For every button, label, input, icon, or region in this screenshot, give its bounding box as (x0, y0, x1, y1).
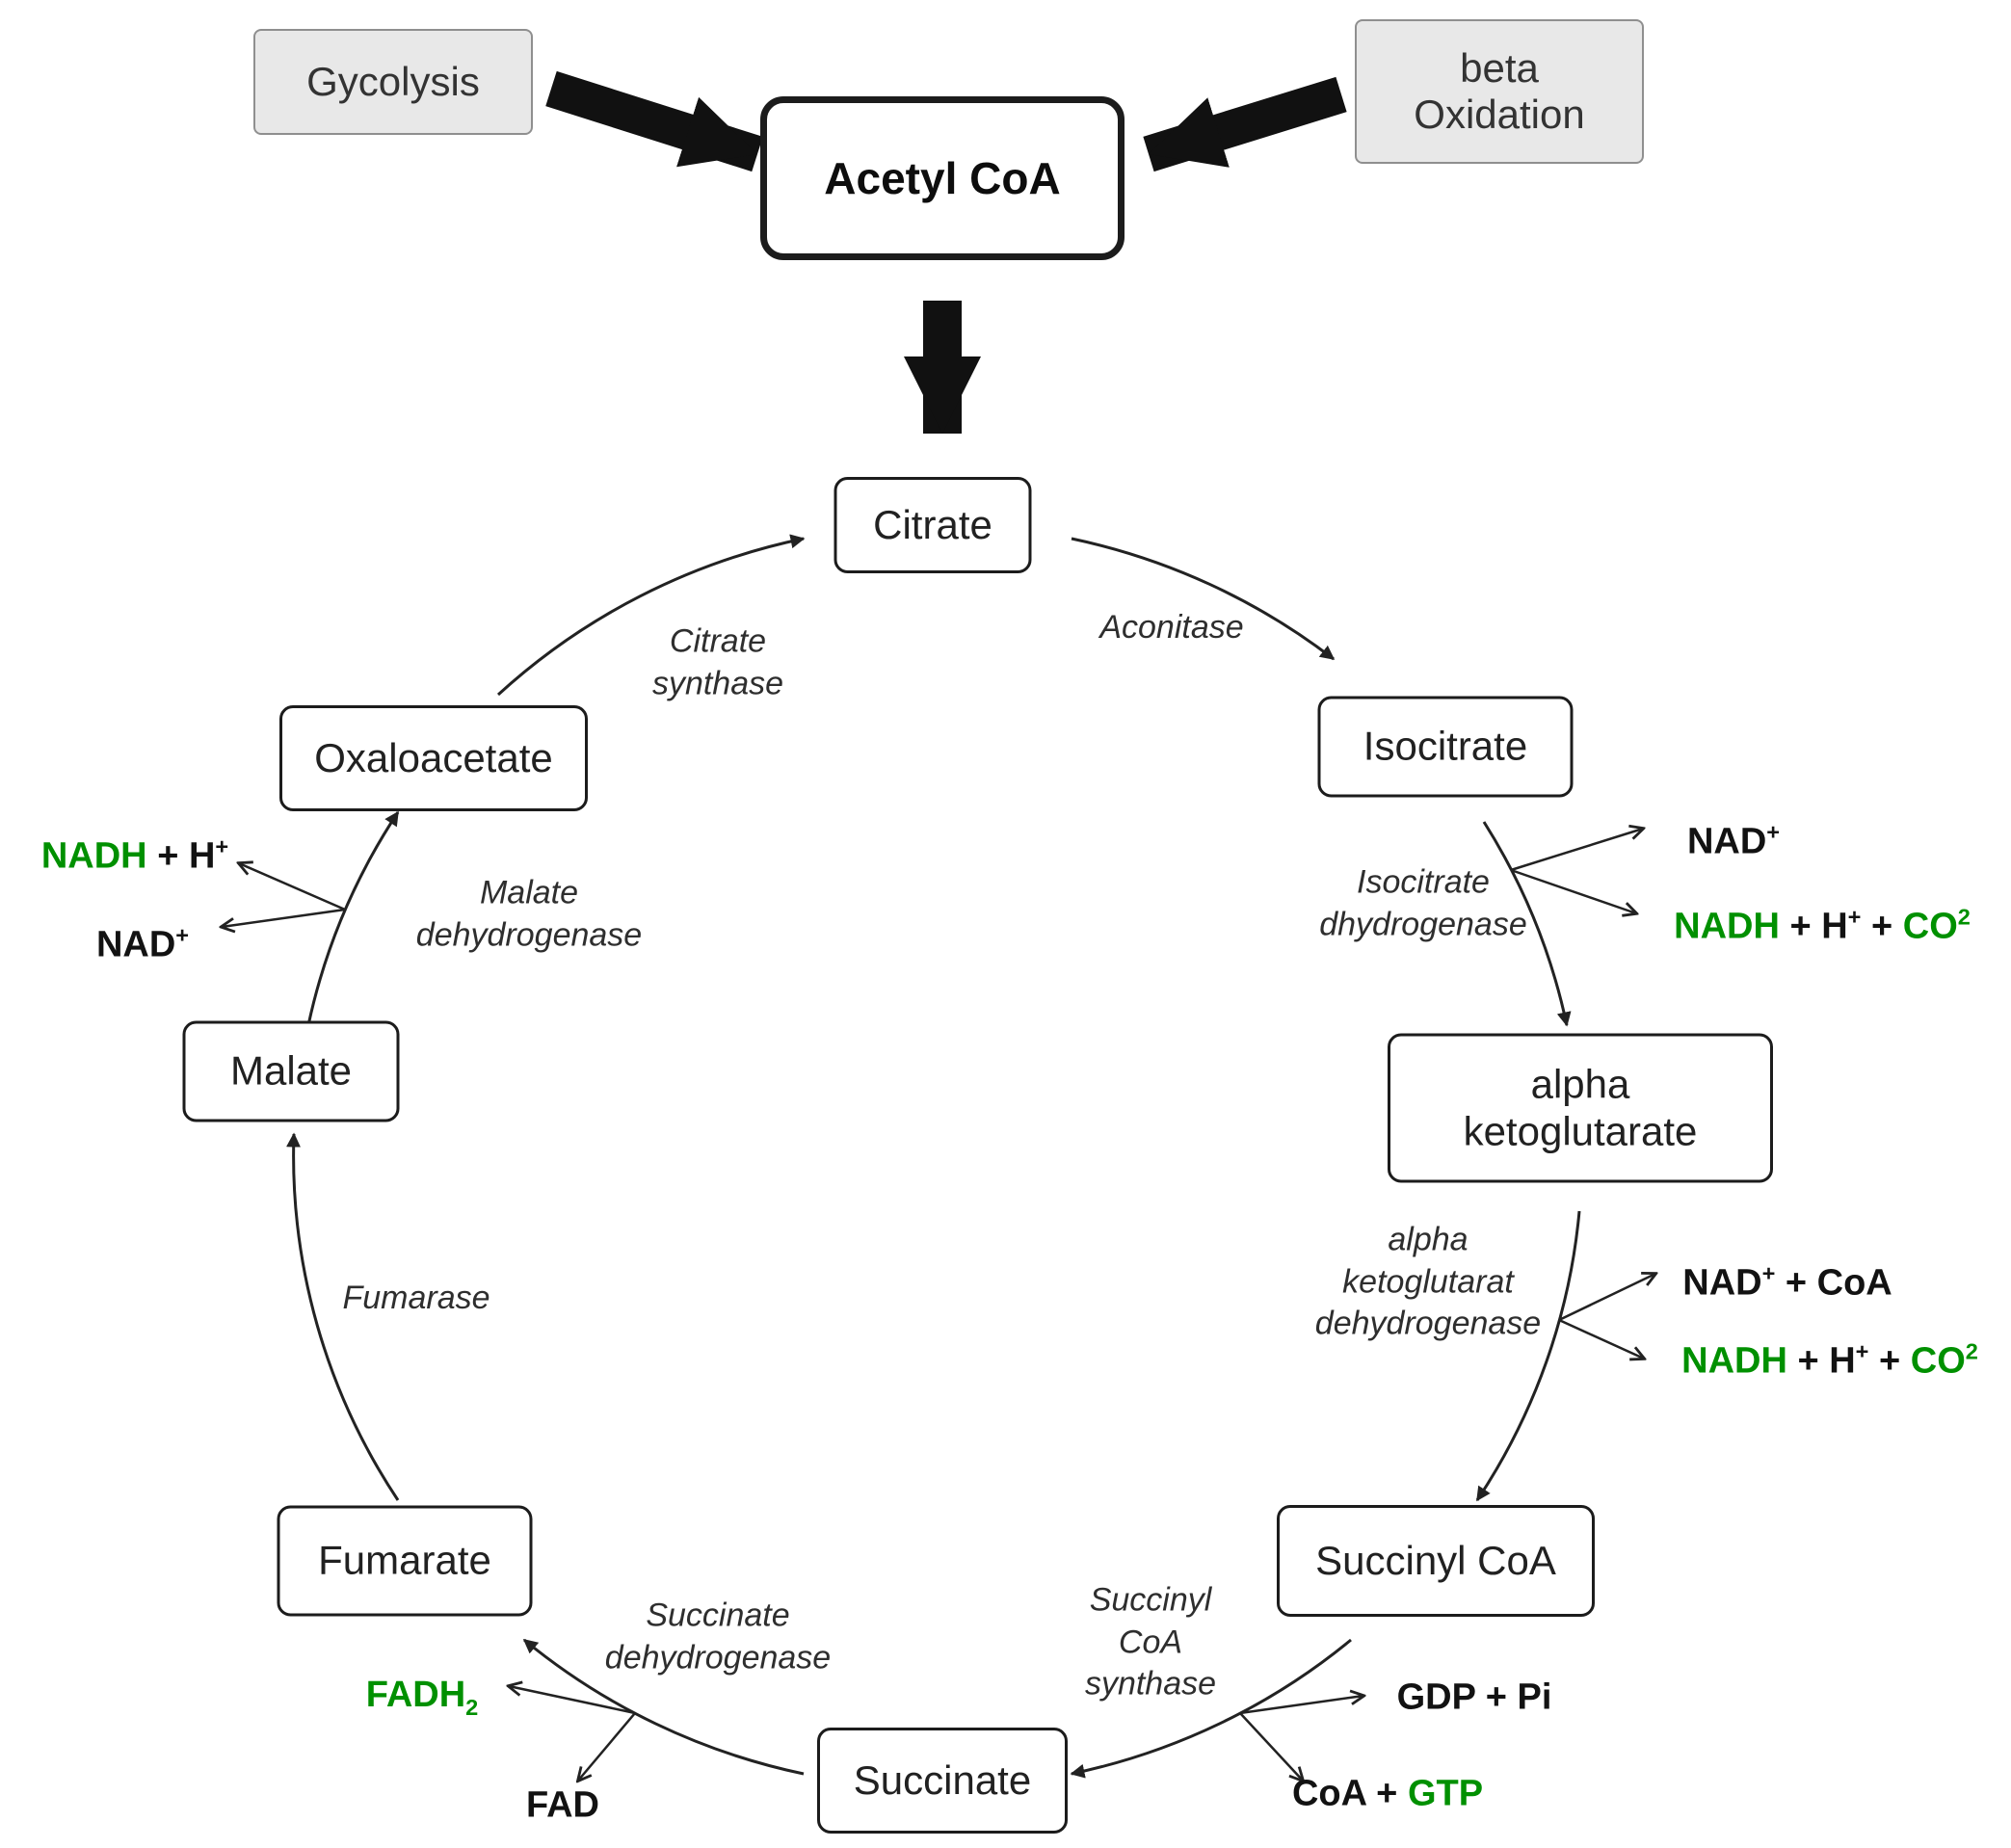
cofactor-malate-nadh-label: NADH + H+ (40, 833, 229, 877)
arc-alpha-ketoglutarate-to-succinyl-coa (1475, 1210, 1581, 1502)
arc-isocitrate-to-alpha-ketoglutarate (1482, 821, 1572, 1027)
fork-arrow-succinate-fad (578, 1712, 636, 1781)
node-isocitrate: Isocitrate (1317, 696, 1574, 798)
enzyme-isocitrate-dehydrogenase-label: Isocitrate dhydrogenase (1319, 863, 1527, 942)
cofactor-isocitrate-nadh-co2-label: NADH + H+ + CO2 (1674, 904, 1971, 947)
node-malate: Malate (182, 1020, 400, 1122)
fork-arrow-isocitrate-nadh (1510, 868, 1636, 913)
arc-succinate-to-fumarate (522, 1638, 805, 1776)
node-citrate: Citrate (834, 477, 1032, 573)
arc-malate-to-oxaloacetate (306, 810, 400, 1026)
arc-citrate-to-isocitrate (1071, 537, 1336, 661)
cofactor-malate-nad-label: NAD+ (95, 922, 190, 965)
arrow-beta-oxidation-to-acetyl-coa (1143, 76, 1347, 172)
node-acetyl-coa: Acetyl CoA (760, 96, 1125, 260)
fork-arrow-akg-nadh (1558, 1318, 1644, 1359)
fork-arrow-succinyl-gdp-pi (1239, 1696, 1363, 1715)
arc-succinyl-coa-to-succinate (1070, 1638, 1352, 1779)
enzyme-succinate-dehydrogenase-label: Succinate dehydrogenase (604, 1597, 832, 1676)
cofactor-akg-nad-coa-label: NAD+ + CoA (1682, 1260, 1892, 1304)
node-oxaloacetate: Oxaloacetate (279, 705, 588, 811)
fork-arrow-akg-nad-coa (1558, 1274, 1655, 1322)
node-glycolysis: Gycolysis (253, 29, 533, 135)
arc-fumarate-to-malate (286, 1132, 400, 1501)
enzyme-citrate-synthase-label: Citrate synthase (651, 622, 784, 701)
cofactor-akg-nadh-co2-label: NADH + H+ + CO2 (1681, 1338, 1978, 1382)
fork-arrow-isocitrate-nad (1510, 829, 1643, 872)
arc-oxaloacetate-to-citrate (496, 534, 806, 697)
cofactor-gdp-pi-label: GDP + Pi (1396, 1676, 1552, 1718)
enzyme-aconitase-label: Aconitase (1099, 609, 1244, 647)
arrow-glycolysis-to-acetyl-coa (545, 70, 763, 172)
enzyme-malate-dehydrogenase-label: Malate dehydrogenase (415, 874, 643, 953)
cofactor-fadh2-label: FADH2 (365, 1675, 479, 1720)
fork-arrow-succinate-fadh2 (509, 1686, 636, 1715)
enzyme-fumarase-label: Fumarase (342, 1280, 490, 1317)
enzyme-succinyl-coa-synthase-label: Succinyl CoA synthase (1084, 1581, 1217, 1703)
cofactor-isocitrate-nad-label: NAD+ (1686, 819, 1781, 862)
node-alpha-ketoglutarate: alpha ketoglutarate (1388, 1033, 1773, 1183)
enzyme-alpha-ketoglutarate-dehydrogenase-label: alpha ketoglutarat dehydrogenase (1314, 1221, 1542, 1342)
fork-arrow-malate-nad (222, 908, 346, 927)
cofactor-fad-label: FAD (526, 1784, 599, 1826)
node-succinyl-coa: Succinyl CoA (1277, 1505, 1595, 1617)
node-succinate: Succinate (817, 1728, 1068, 1834)
fork-arrow-succinyl-coa-gtp (1239, 1712, 1303, 1781)
node-beta-oxidation: beta Oxidation (1355, 19, 1644, 164)
fork-arrow-malate-nadh (239, 863, 346, 911)
node-fumarate: Fumarate (277, 1505, 533, 1617)
cofactor-coa-gtp-label: CoA + GTP (1291, 1773, 1484, 1814)
